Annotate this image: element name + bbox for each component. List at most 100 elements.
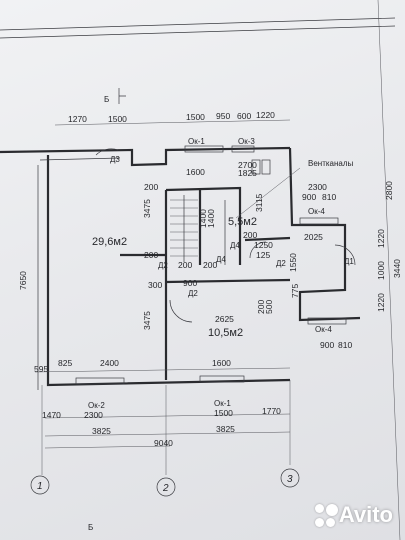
room-area-lower: 10,5м2	[208, 327, 243, 339]
dim-500: 500	[264, 300, 274, 314]
dim-1400-b: 1400	[206, 209, 216, 228]
dim-3825-a: 3825	[92, 426, 111, 436]
door-swing-d2	[169, 299, 193, 323]
dim-300: 300	[148, 280, 162, 290]
dim-1000: 1000	[376, 261, 386, 280]
partition-vent	[244, 236, 291, 242]
dim-1470: 1470	[42, 410, 61, 420]
dim-2300-top: 2300	[308, 182, 327, 192]
window-label-ok2: Ок-2	[88, 401, 105, 410]
avito-logo-icon	[314, 503, 338, 527]
door-swing-d1	[334, 244, 356, 266]
section-arrow	[118, 88, 126, 104]
dim-2400: 2400	[100, 358, 119, 368]
axis-label-1: 1	[37, 481, 43, 492]
dim-1500-a: 1500	[108, 114, 127, 124]
dim-3475-lower: 3475	[142, 311, 152, 330]
dim-200-inner-b: 200	[203, 260, 217, 270]
window-label-ok4-top: Ок-4	[308, 207, 325, 216]
dim-200-inner-a: 200	[178, 260, 192, 270]
dim-950: 950	[216, 111, 230, 121]
dim-7650: 7650	[18, 271, 28, 290]
door-label-d2-b: Д2	[188, 289, 198, 298]
dim-1500-bottom: 1500	[214, 408, 233, 418]
dim-2625: 2625	[215, 314, 234, 324]
dim-900-top: 900	[302, 192, 316, 202]
outer-wall-right	[288, 147, 361, 322]
dim-200-inner-c: 200	[243, 230, 257, 240]
bottom-dim-lines	[34, 367, 291, 449]
dim-1400-a: 1400	[198, 209, 208, 228]
window-label-ok3: Ок-3	[238, 137, 255, 146]
dim-3115: 3115	[254, 193, 264, 212]
room-area-main: 29,6м2	[92, 236, 127, 248]
dim-1550: 1550	[288, 253, 298, 272]
dim-2300-bottom: 2300	[84, 410, 103, 420]
section-mark-bottom: Б	[88, 523, 93, 532]
dim-1220: 1220	[256, 110, 275, 120]
dim-2700: 2700	[238, 160, 257, 170]
dim-775: 775	[290, 284, 300, 298]
dim-1600-top: 1600	[186, 167, 205, 177]
window-label-ok1-bottom: Ок-1	[214, 399, 231, 408]
dim-810-bottom: 810	[338, 340, 352, 350]
dim-200-a: 200	[144, 182, 158, 192]
axis-circle-1	[30, 475, 50, 495]
dim-2800: 2800	[384, 181, 394, 200]
dim-1600-bottom: 1600	[212, 358, 231, 368]
dim-1220-a: 1220	[376, 229, 386, 248]
frame-line-top-inner	[0, 25, 396, 39]
frame-line-top	[0, 17, 396, 31]
axis-lines	[41, 380, 291, 475]
vent-channels	[235, 159, 301, 219]
dim-1500-b: 1500	[186, 112, 205, 122]
dim-595: 595	[34, 364, 48, 374]
vent-label: Вентканалы	[308, 159, 354, 168]
frame-line-right	[377, 0, 401, 540]
dim-1250: 1250	[254, 240, 273, 250]
door-swing-d3	[95, 148, 119, 156]
axis-circle-2	[156, 477, 176, 497]
axis-circle-3	[280, 468, 300, 488]
dim-200-c: 200	[256, 300, 266, 314]
dim-1270: 1270	[68, 114, 87, 124]
door-label-d4-a: Д4	[230, 241, 240, 250]
partition-middle	[165, 278, 291, 284]
dim-600: 600	[237, 111, 251, 121]
room-area-small: 5,5м2	[228, 216, 257, 228]
dim-3475-upper: 3475	[142, 199, 152, 218]
door-label-d4-b: Д4	[216, 255, 226, 264]
axis-label-3: 3	[287, 474, 293, 485]
dim-3440: 3440	[392, 259, 402, 278]
dim-900-bottom: 900	[320, 340, 334, 350]
section-mark-top: Б	[104, 95, 109, 104]
dim-1220-b: 1220	[376, 293, 386, 312]
door-label-d2-c: Д2	[276, 259, 286, 268]
partition-upper	[165, 186, 242, 265]
dim-1825: 1825	[238, 168, 257, 178]
outer-wall-top	[0, 146, 291, 167]
axis-label-2: 2	[162, 483, 169, 494]
dim-900-inner: 900	[183, 278, 197, 288]
dim-9040: 9040	[154, 438, 173, 448]
window-label-ok1-top: Ок-1	[188, 137, 205, 146]
dim-2025: 2025	[304, 232, 323, 242]
dim-825: 825	[58, 358, 72, 368]
watermark-brand: Avito	[338, 502, 393, 527]
door-label-d1: Д1	[344, 257, 354, 266]
dim-810-top: 810	[322, 192, 336, 202]
door-label-d2-a: Д2	[158, 261, 168, 270]
dim-1770: 1770	[262, 406, 281, 416]
window-label-ok4-bottom: Ок-4	[315, 325, 332, 334]
top-dim-line	[54, 119, 291, 126]
dim-3825-b: 3825	[216, 424, 235, 434]
dim-125: 125	[256, 250, 270, 260]
wall-top-inner	[39, 157, 121, 161]
door-swing-d4	[249, 241, 267, 259]
door-label-d3: Д3	[110, 155, 120, 164]
avito-watermark: Avito	[314, 502, 393, 528]
dim-200-b: 200	[144, 250, 158, 260]
stair-treads	[170, 195, 198, 262]
